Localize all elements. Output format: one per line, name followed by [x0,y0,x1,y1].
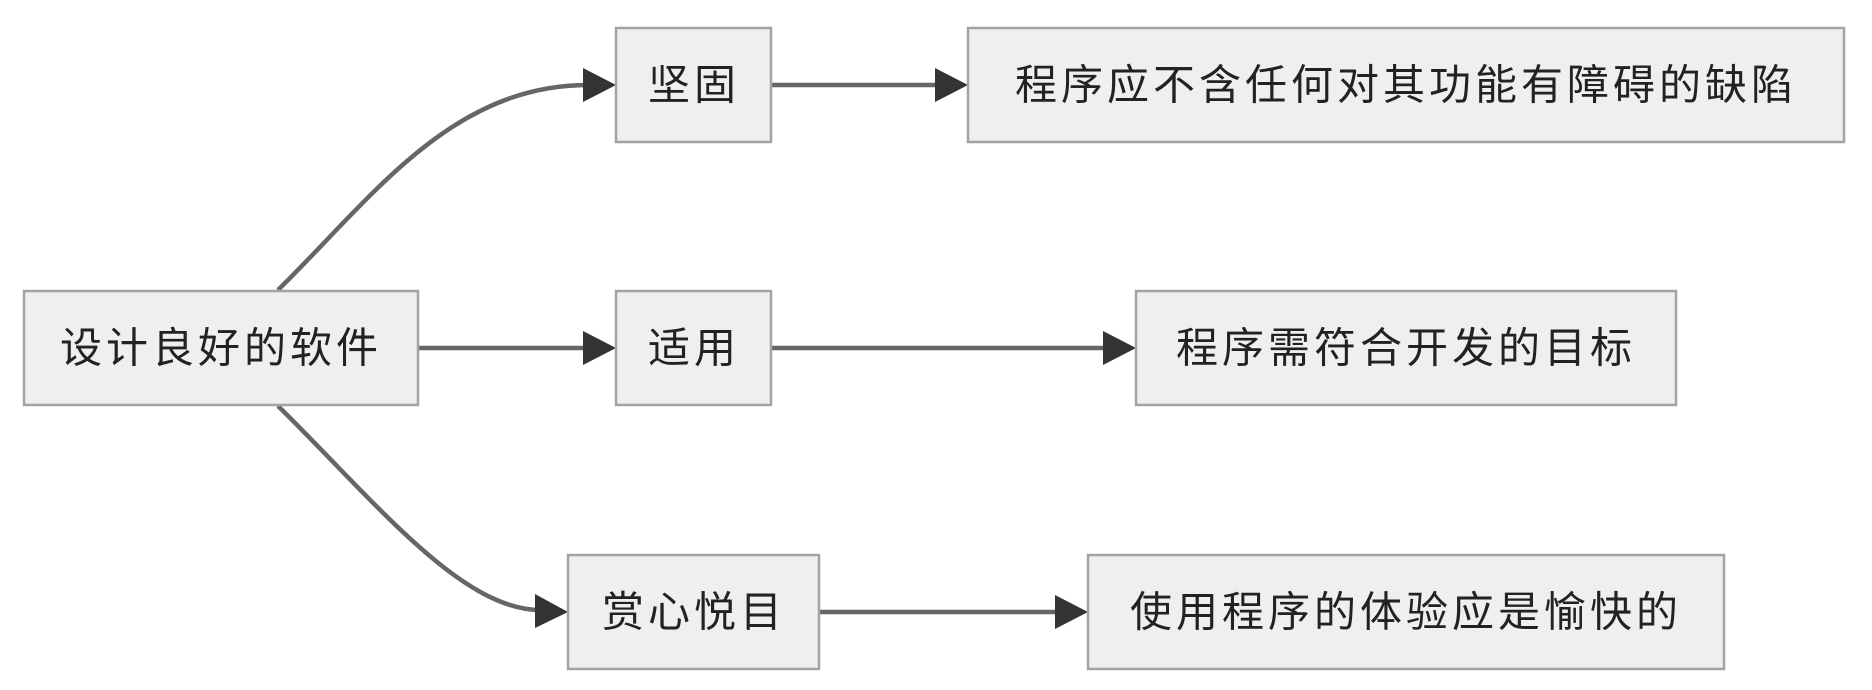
arrowhead-useful-desc [1103,331,1136,365]
node-pleasing: 赏心悦目 [566,553,821,671]
arrowhead-pleasing-desc [1055,595,1088,629]
node-sturdy: 坚固 [614,26,773,144]
node-root: 设计良好的软件 [22,289,420,407]
node-useful: 适用 [614,289,773,407]
arrowhead-sturdy-desc [935,68,968,102]
node-root-label: 设计良好的软件 [60,324,382,373]
arrowhead-sturdy [583,68,616,102]
node-pleasing-description-label: 使用程序的体验应是愉快的 [1130,588,1682,637]
edge-root-to-pleasing [276,404,541,613]
node-sturdy-label: 坚固 [648,61,740,110]
node-useful-description: 程序需符合开发的目标 [1134,289,1678,407]
node-sturdy-description-label: 程序应不含任何对其功能有障碍的缺陷 [1015,61,1797,110]
arrowhead-useful [583,331,616,365]
node-sturdy-description: 程序应不含任何对其功能有障碍的缺陷 [966,26,1846,144]
edge-root-to-sturdy [276,82,589,292]
node-useful-label: 适用 [648,324,740,373]
edges [276,68,1136,629]
node-pleasing-label: 赏心悦目 [602,588,786,637]
node-useful-description-label: 程序需符合开发的目标 [1176,324,1636,373]
arrowhead-pleasing [535,594,568,628]
node-pleasing-description: 使用程序的体验应是愉快的 [1086,553,1726,671]
nodes: 设计良好的软件 坚固 适用 赏心悦目 程序应不含任何对其功能有障碍的缺陷 程序需… [22,26,1846,671]
